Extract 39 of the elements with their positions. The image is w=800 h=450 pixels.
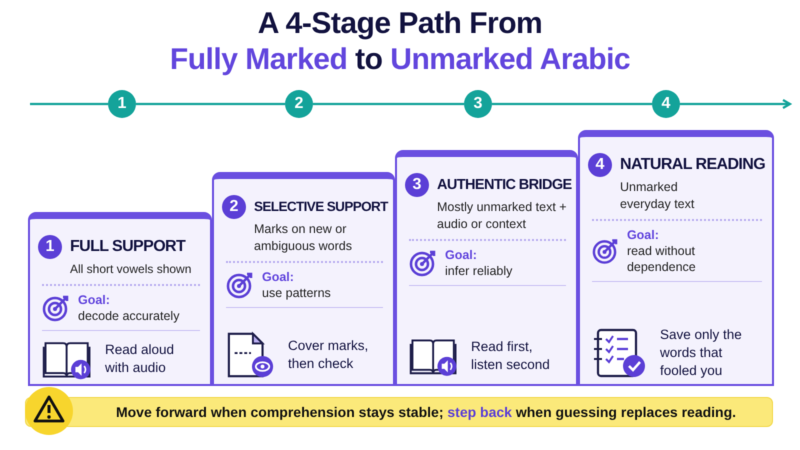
stage-card — [212, 172, 395, 386]
connector-line — [492, 102, 652, 106]
connector-line — [136, 102, 285, 106]
connector-line — [313, 102, 464, 106]
goal-text: infer reliably — [445, 263, 512, 279]
goal-label: Goal: — [626, 227, 660, 243]
stage-description: All short vowels shown — [70, 261, 192, 278]
stage-title: NATURAL READING — [620, 155, 766, 175]
stage-description: Mostly unmarked text + audio or context — [437, 199, 568, 233]
goal-label: Goal: — [445, 247, 478, 263]
stage-description: Unmarked everyday text — [620, 179, 696, 213]
action-text: Read first, listen second — [471, 338, 551, 374]
title: A 4-Stage Path From Fully Marked to Unmarked Arabic — [168, 6, 632, 78]
step-circle: 3 — [464, 90, 492, 118]
action-text: Save only the words that fooled you — [660, 326, 743, 380]
stage-card — [578, 130, 774, 386]
step-circle: 2 — [285, 90, 313, 118]
goal-text: read without dependence — [626, 243, 697, 275]
connector-line — [30, 102, 108, 106]
stage-description: Marks on new or ambiguous words — [254, 221, 353, 255]
step-circle: 1 — [108, 90, 136, 118]
action-text: Cover marks, then check — [288, 337, 370, 373]
stage-card — [395, 150, 578, 386]
arrow — [680, 98, 792, 110]
stage-title: SELECTIVE SUPPORT — [254, 198, 389, 216]
step-circle: 4 — [652, 90, 680, 118]
goal-label: Goal: — [78, 292, 111, 308]
action-text: Read aloud with audio — [105, 341, 176, 377]
number-badge: 2 — [222, 195, 246, 219]
stage-card — [28, 212, 212, 386]
goal-text: decode accurately — [78, 308, 180, 324]
tip-text: Move forward when comprehension stays stable; step back when guessing replaces reading. — [114, 404, 738, 420]
goal-label: Goal: — [262, 269, 295, 285]
stage-title: AUTHENTIC BRIDGE — [437, 176, 572, 195]
number-badge: 3 — [405, 173, 429, 197]
number-badge: 1 — [38, 235, 62, 259]
goal-text: use patterns — [262, 285, 331, 301]
number-badge: 4 — [588, 153, 612, 177]
stage-title: FULL SUPPORT — [70, 237, 187, 257]
